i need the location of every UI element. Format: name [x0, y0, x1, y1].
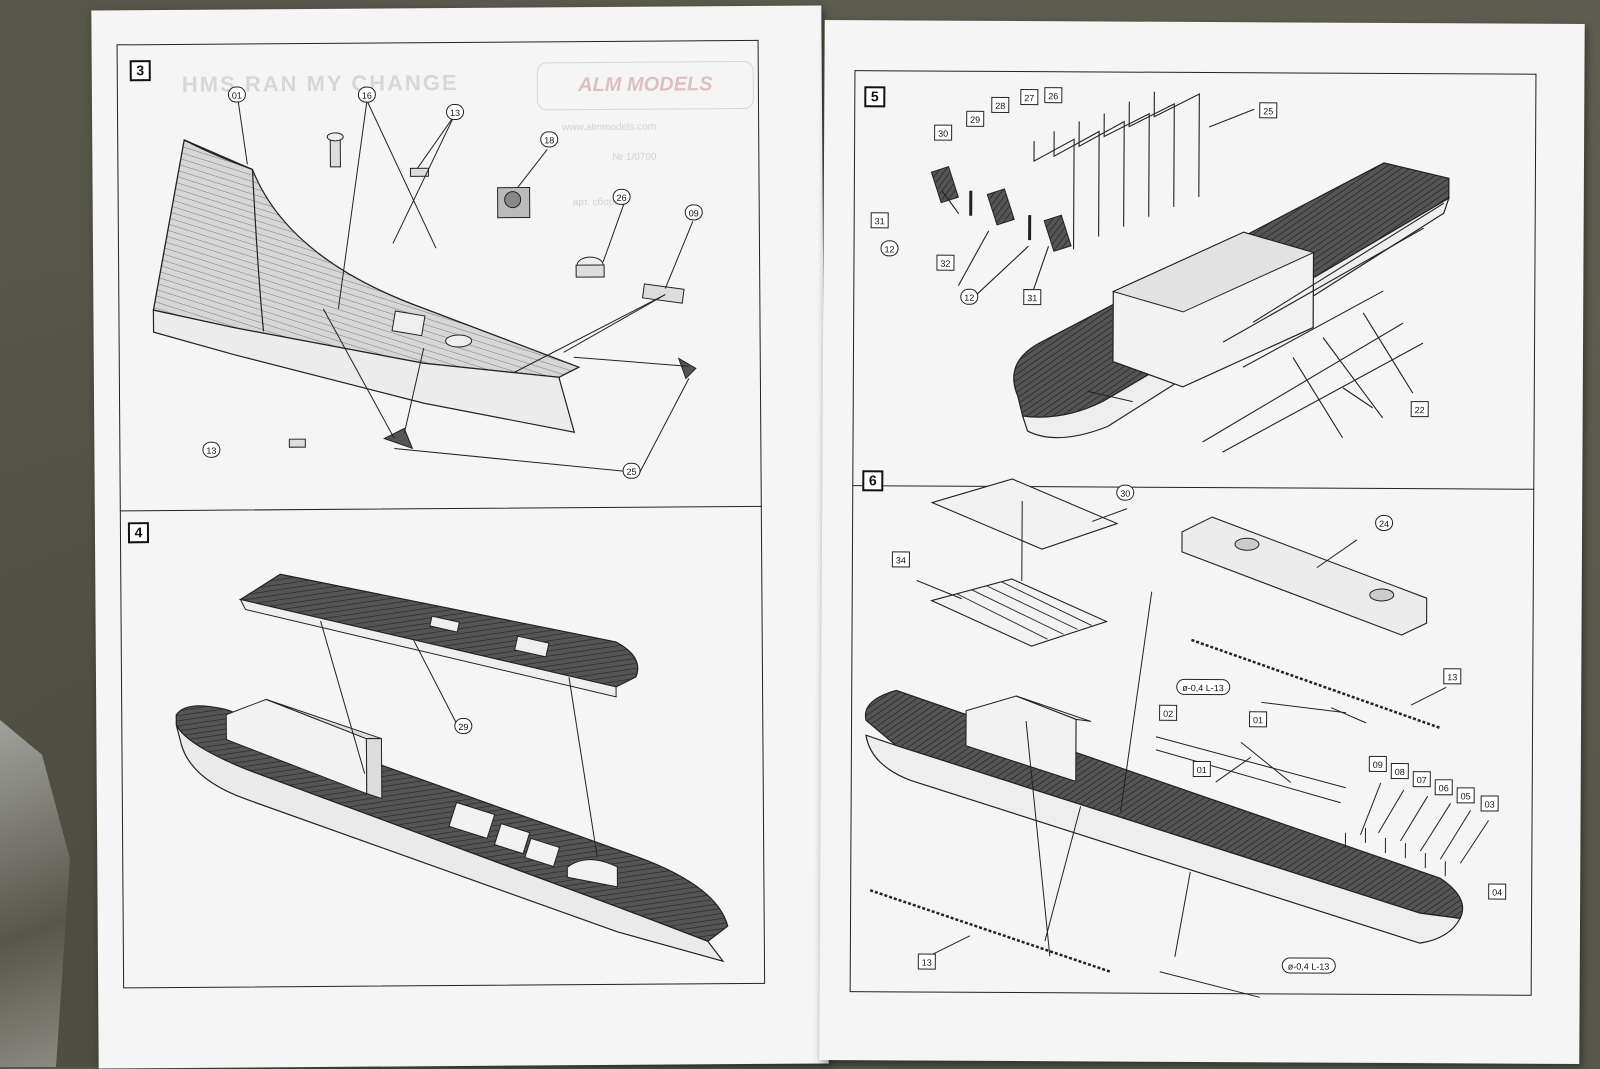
part-callout: 30 [1116, 485, 1134, 501]
part-callout: 05 [1457, 787, 1475, 803]
step4-hull-diagram [91, 5, 828, 1068]
part-callout: ø-0,4 L-13 [1176, 679, 1230, 695]
part-callout: 01 [1193, 761, 1211, 777]
part-callout: ø-0,4 L-13 [1282, 957, 1336, 973]
part-callout: 04 [1488, 884, 1506, 900]
part-callout: 07 [1413, 771, 1431, 787]
part-callout: 09 [1369, 756, 1387, 772]
part-callout: 08 [1391, 763, 1409, 779]
part-callout: 06 [1435, 779, 1453, 795]
part-callout: 02 [1159, 705, 1177, 721]
step6-diagram [819, 20, 1584, 1064]
instruction-sheet-right: 5 6 [819, 20, 1584, 1064]
part-callout: 03 [1481, 795, 1499, 811]
part-callout: 13 [918, 954, 936, 970]
part-callout: 01 [1249, 711, 1267, 727]
part-callout: 34 [892, 551, 910, 567]
instruction-sheet-left: ALM MODELS HMS RAN MY CHANGE www.almmode… [91, 5, 828, 1068]
part-callout: 29 [454, 718, 472, 734]
part-callout: 24 [1375, 515, 1393, 531]
part-callout: 13 [1443, 668, 1461, 684]
